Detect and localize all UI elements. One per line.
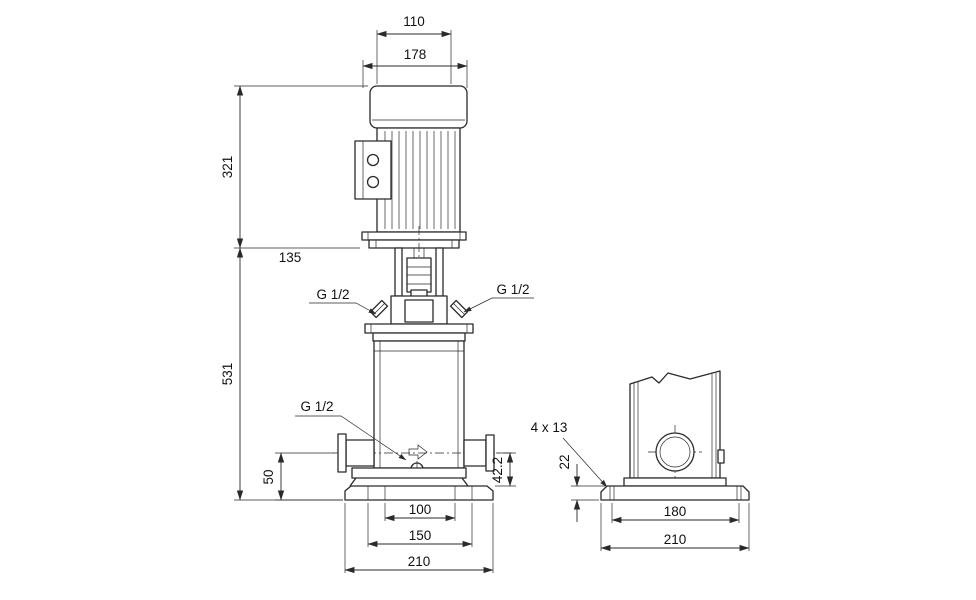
dim-base-plate-height: 22 bbox=[557, 454, 572, 469]
front-dimensions: 110 178 321 135 531 G 1/2 G 1/2 G 1/2 bbox=[220, 14, 534, 574]
discharge-port-flange bbox=[485, 434, 495, 472]
side-dimensions: 4 x 13 22 180 210 bbox=[531, 420, 750, 552]
pump-head bbox=[364, 289, 474, 342]
dim-bolt-holes: 4 x 13 bbox=[531, 420, 568, 435]
dim-drain-center-height: 42.2 bbox=[490, 457, 505, 483]
dim-side-base-depth: 210 bbox=[664, 532, 687, 547]
side-port-inner bbox=[659, 436, 691, 468]
vent-plug-right bbox=[449, 299, 469, 319]
dim-pump-height: 531 bbox=[220, 363, 235, 386]
cable-gland-bottom bbox=[366, 175, 380, 189]
side-base-plate bbox=[600, 485, 750, 501]
vent-plug-left bbox=[369, 299, 389, 319]
label-drain-port: G 1/2 bbox=[300, 399, 333, 414]
flow-arrow-icon bbox=[408, 444, 428, 460]
terminal-box bbox=[354, 140, 392, 200]
head-flange-upper bbox=[364, 323, 474, 334]
side-view: 4 x 13 22 180 210 bbox=[531, 370, 750, 552]
coupling-guard-right bbox=[435, 247, 444, 297]
label-top-port-right: G 1/2 bbox=[496, 282, 529, 297]
discharge-port-pipe bbox=[463, 439, 487, 467]
dim-base-slot-spacing: 100 bbox=[409, 502, 432, 517]
head-flange-lower bbox=[372, 332, 466, 342]
base bbox=[344, 467, 494, 501]
dim-head-clearance: 135 bbox=[279, 250, 302, 265]
dim-port-center-height: 50 bbox=[261, 469, 276, 484]
cable-gland-top bbox=[366, 153, 380, 167]
dim-motor-top-width: 110 bbox=[403, 14, 425, 29]
dim-base-width: 210 bbox=[408, 554, 431, 569]
side-port-outer bbox=[655, 432, 695, 472]
sleeve bbox=[373, 340, 465, 469]
dim-base-bolt-spacing: 150 bbox=[409, 528, 432, 543]
ports bbox=[333, 433, 515, 473]
side-tab bbox=[717, 449, 725, 464]
dim-motor-width: 178 bbox=[404, 47, 427, 62]
dim-side-bolt-spacing: 180 bbox=[664, 504, 687, 519]
dim-motor-height: 321 bbox=[220, 156, 235, 179]
suction-port-flange bbox=[337, 433, 347, 473]
motor bbox=[354, 85, 468, 233]
front-view: 110 178 321 135 531 G 1/2 G 1/2 G 1/2 bbox=[220, 14, 534, 574]
coupling-guard-left bbox=[394, 247, 403, 297]
motor-flange bbox=[361, 231, 467, 249]
label-top-port-left: G 1/2 bbox=[316, 287, 349, 302]
base-plate bbox=[344, 485, 494, 501]
suction-port-pipe bbox=[345, 439, 375, 467]
sleeve-bottom-flange bbox=[351, 467, 467, 479]
fan-cover bbox=[369, 85, 468, 129]
side-bottom-flange bbox=[623, 477, 727, 487]
